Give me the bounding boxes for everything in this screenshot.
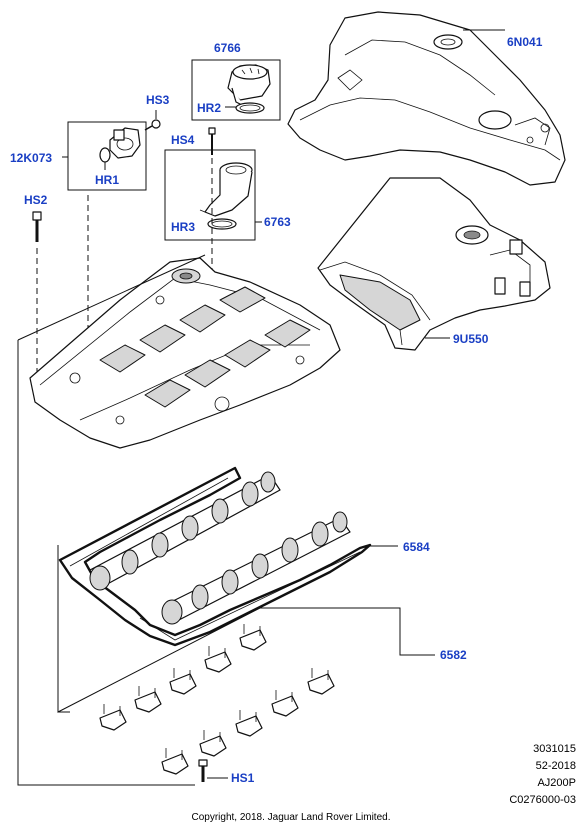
- exhaust-camshaft[interactable]: [161, 511, 351, 625]
- label-6763: 6763: [264, 215, 291, 229]
- bearing-caps[interactable]: [99, 624, 335, 775]
- info-line-3: AJ200P: [537, 777, 576, 789]
- label-HS1: HS1: [231, 771, 255, 785]
- intake-camshaft[interactable]: [89, 471, 281, 591]
- screw-hs3[interactable]: [144, 119, 161, 131]
- breather-group-box: [67, 121, 147, 191]
- label-6N041: 6N041: [507, 35, 543, 49]
- filler-neck-seal-hr3[interactable]: [207, 218, 237, 230]
- cap-seal-hr2[interactable]: [235, 102, 265, 114]
- engine-cover-lower[interactable]: [317, 177, 551, 351]
- screw-hs1[interactable]: [198, 759, 208, 782]
- label-HR2: HR2: [197, 101, 221, 115]
- info-line-1: 3031015: [533, 743, 576, 755]
- breather-valve[interactable]: [109, 127, 141, 159]
- oil-filler-neck[interactable]: [199, 162, 253, 217]
- label-6766: 6766: [214, 41, 241, 55]
- label-HS3: HS3: [146, 93, 170, 107]
- assembly-frame: [17, 340, 195, 786]
- breather-seal-hr1[interactable]: [99, 147, 111, 163]
- label-9U550: 9U550: [453, 332, 489, 346]
- bearing-caps-frame: [57, 545, 435, 713]
- label-6582: 6582: [440, 648, 467, 662]
- oil-filler-cap[interactable]: [227, 64, 271, 107]
- screw-hs2[interactable]: [32, 211, 42, 242]
- screw-hs4[interactable]: [208, 127, 216, 155]
- label-12K073: 12K073: [10, 151, 52, 165]
- label-HS2: HS2: [24, 193, 48, 207]
- info-line-2: 52-2018: [536, 760, 576, 772]
- copyright-text: Copyright, 2018. Jaguar Land Rover Limit…: [191, 812, 390, 823]
- label-HR1: HR1: [95, 173, 119, 187]
- camshaft-cover[interactable]: [29, 257, 341, 449]
- label-6584: 6584: [403, 540, 430, 554]
- filler-neck-group-box: [164, 149, 256, 241]
- cap-group-box: [191, 59, 281, 121]
- info-line-4: C0276000-03: [509, 794, 576, 806]
- engine-cover-upper[interactable]: [287, 11, 566, 186]
- label-HS4: HS4: [171, 133, 195, 147]
- label-HR3: HR3: [171, 220, 195, 234]
- cover-gasket[interactable]: [58, 466, 372, 647]
